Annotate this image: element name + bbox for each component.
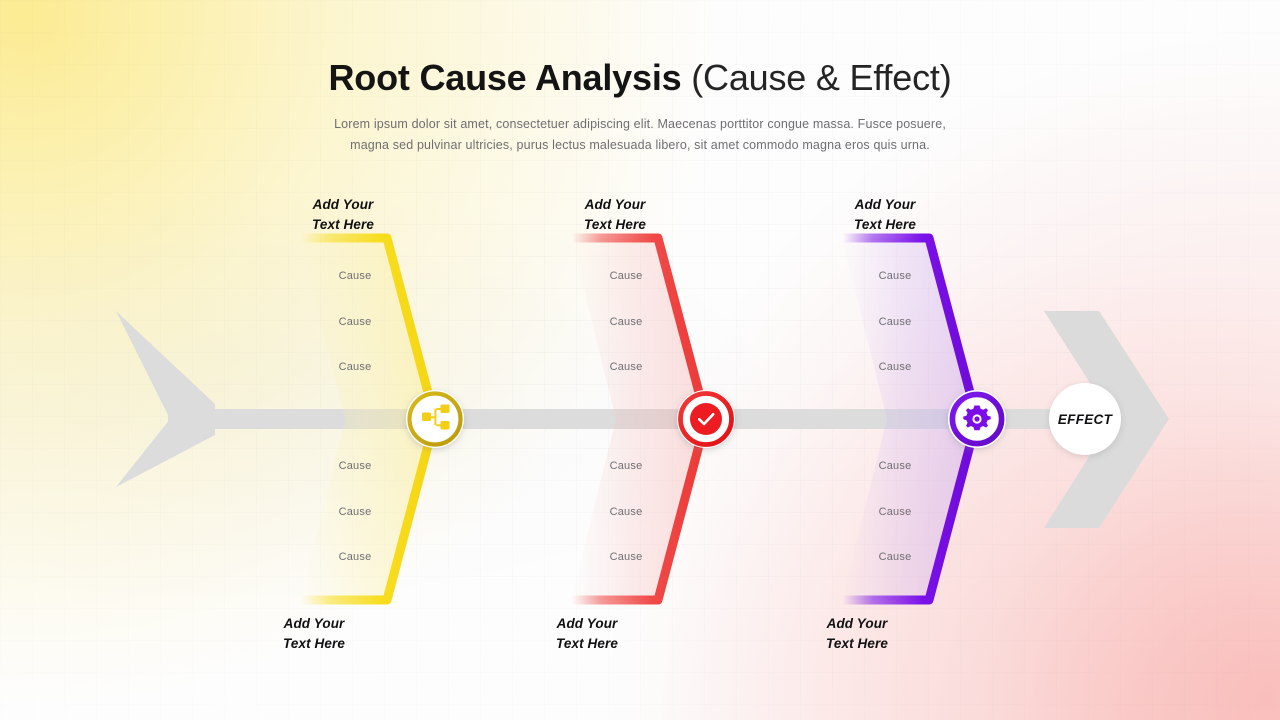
- branch-yellow-bone-bottom: [296, 414, 440, 605]
- cause-label: Cause: [338, 551, 372, 563]
- arrowhead-effect: [1044, 311, 1169, 528]
- page-title-bold: Root Cause Analysis: [328, 57, 682, 98]
- fish-tail: [116, 311, 215, 487]
- page-title: Root Cause Analysis (Cause & Effect): [0, 56, 1280, 100]
- header: Root Cause Analysis (Cause & Effect) Lor…: [0, 56, 1280, 156]
- node-yellow[interactable]: [406, 390, 464, 448]
- branch-red-bone-top: [567, 233, 711, 424]
- category-label-red-bottom: Add Your Text Here: [492, 614, 682, 653]
- cause-label: Cause: [609, 506, 643, 518]
- cause-label: Cause: [878, 361, 912, 373]
- category-label-purple-top-line1: Add Your: [854, 197, 916, 212]
- node-purple[interactable]: [948, 390, 1006, 448]
- branch-purple-bone-top: [838, 233, 982, 424]
- branch-yellow-bone-top: [296, 233, 440, 424]
- cause-label: Cause: [878, 506, 912, 518]
- cause-label: Cause: [878, 460, 912, 472]
- cause-label: Cause: [878, 551, 912, 563]
- category-label-red-top-line2: Text Here: [584, 216, 646, 232]
- cause-label: Cause: [338, 506, 372, 518]
- category-label-purple-bottom: Add Your Text Here: [762, 614, 952, 653]
- cause-label: Cause: [609, 361, 643, 373]
- category-label-yellow-top: Add Your Text Here: [248, 195, 438, 234]
- category-label-purple-top: Add Your Text Here: [790, 195, 980, 234]
- cause-label: Cause: [878, 270, 912, 282]
- branch-yellow-whiskers: [316, 287, 415, 570]
- cause-label: Cause: [609, 551, 643, 563]
- branch-yellow[interactable]: [296, 233, 440, 605]
- branch-purple[interactable]: [838, 233, 982, 605]
- node-red[interactable]: [677, 390, 735, 448]
- effect-node[interactable]: EFFECT: [1049, 383, 1121, 455]
- cause-label: Cause: [338, 316, 372, 328]
- check-icon: [697, 412, 715, 426]
- category-label-purple-bottom-line1: Add Your: [826, 616, 888, 631]
- cause-label: Cause: [609, 460, 643, 472]
- category-label-yellow-bottom-line1: Add Your: [283, 616, 345, 631]
- branch-purple-bone-bottom: [838, 414, 982, 605]
- category-label-red-bottom-line1: Add Your: [556, 616, 618, 631]
- branch-red-whiskers: [587, 287, 686, 570]
- category-label-yellow-bottom: Add Your Text Here: [219, 614, 409, 653]
- page-title-light: (Cause & Effect): [691, 57, 952, 98]
- branch-purple-whiskers: [858, 287, 957, 570]
- category-label-yellow-top-line2: Text Here: [312, 216, 374, 232]
- page-subtitle-line2: magna sed pulvinar ultricies, purus lect…: [350, 138, 930, 152]
- branch-yellow-body: [300, 238, 435, 600]
- cause-label: Cause: [338, 361, 372, 373]
- category-label-yellow-bottom-line2: Text Here: [283, 635, 345, 651]
- cause-label: Cause: [878, 316, 912, 328]
- category-label-yellow-top-line1: Add Your: [312, 197, 374, 212]
- branch-red-bone-bottom: [567, 414, 711, 605]
- gear-icon: [963, 405, 991, 431]
- category-label-purple-bottom-line2: Text Here: [826, 635, 888, 651]
- category-label-red-top-line1: Add Your: [584, 197, 646, 212]
- branch-red[interactable]: [567, 233, 711, 605]
- sitemap-icon: [422, 404, 450, 430]
- effect-label: EFFECT: [1057, 411, 1113, 427]
- page-subtitle: Lorem ipsum dolor sit amet, consectetuer…: [275, 114, 1005, 156]
- branch-red-body: [571, 238, 706, 600]
- category-label-purple-top-line2: Text Here: [854, 216, 916, 232]
- cause-label: Cause: [338, 270, 372, 282]
- page-subtitle-line1: Lorem ipsum dolor sit amet, consectetuer…: [334, 117, 946, 131]
- cause-label: Cause: [609, 270, 643, 282]
- cause-label: Cause: [338, 460, 372, 472]
- category-label-red-top: Add Your Text Here: [520, 195, 710, 234]
- branch-purple-body: [842, 238, 977, 600]
- cause-label: Cause: [609, 316, 643, 328]
- category-label-red-bottom-line2: Text Here: [556, 635, 618, 651]
